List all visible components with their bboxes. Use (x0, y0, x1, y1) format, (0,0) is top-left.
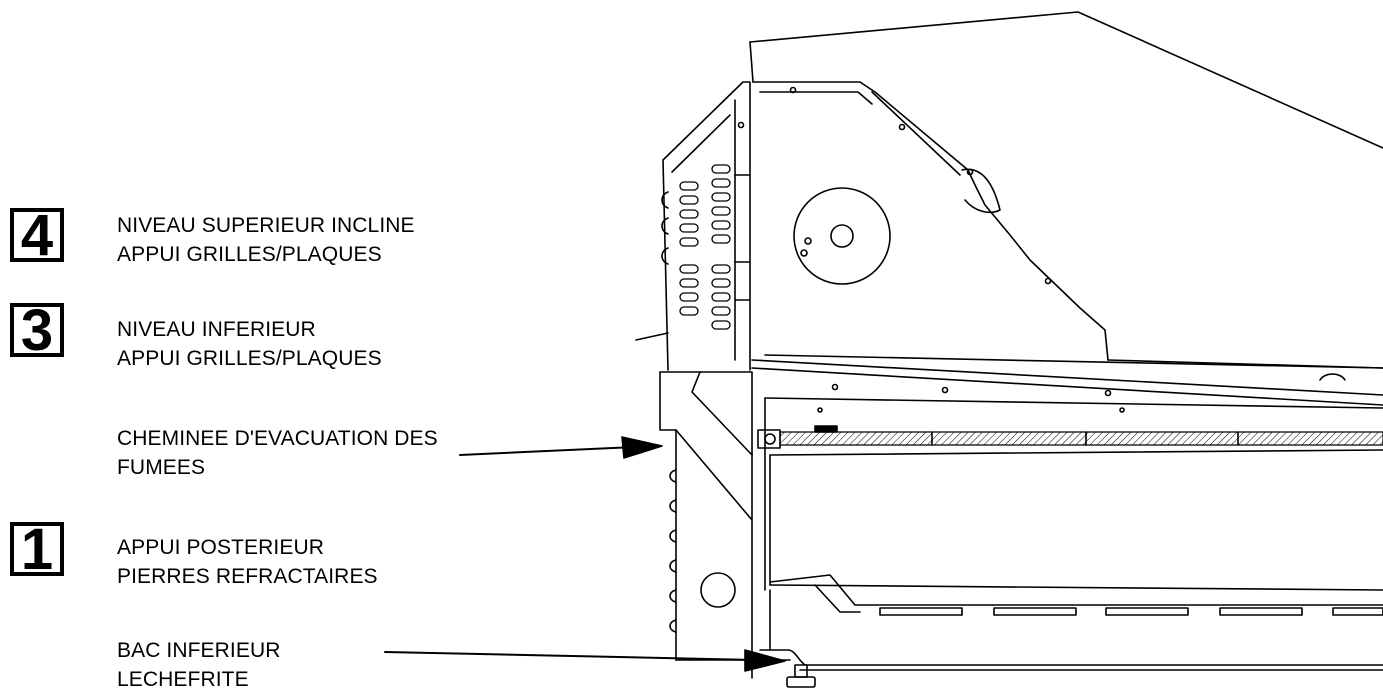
label-line: CHEMINEE D'EVACUATION DES (117, 427, 438, 450)
callout-label-niveau-inferieur: NIVEAU INFERIEUR APPUI GRILLES/PLAQUES (117, 315, 382, 373)
level-number-badge: 3 (10, 298, 64, 363)
label-line: BAC INFERIEUR (117, 639, 281, 662)
callout-label-cheminee: CHEMINEE D'EVACUATION DES FUMEES (117, 424, 438, 482)
upper-inclined-rail (751, 354, 1383, 413)
label-line: NIVEAU SUPERIEUR INCLINE (117, 214, 415, 237)
callout-label-bac-inferieur: BAC INFERIEUR LECHEFRITE (117, 636, 281, 694)
level-number-badge: 4 (10, 203, 64, 268)
badge-number: 4 (20, 203, 54, 268)
label-line: NIVEAU INFERIEUR (117, 318, 316, 341)
callout-label-appui-posterieur: APPUI POSTERIEUR PIERRES REFRACTAIRES (117, 533, 378, 591)
label-line: APPUI GRILLES/PLAQUES (117, 243, 382, 266)
callout-label-niveau-superieur: NIVEAU SUPERIEUR INCLINE APPUI GRILLES/P… (117, 211, 415, 269)
arrow-cheminee (459, 436, 663, 459)
arrow-bac-inferieur (384, 649, 786, 672)
drip-tray (751, 649, 1383, 688)
firebox (757, 397, 1383, 651)
badge-number: 1 (20, 517, 54, 582)
label-line: FUMEES (117, 456, 206, 479)
label-line: PIERRES REFRACTAIRES (117, 565, 378, 588)
label-line: APPUI POSTERIEUR (117, 536, 324, 559)
level-number-badge: 1 (10, 517, 64, 582)
badge-number: 3 (20, 298, 54, 363)
label-line: APPUI GRILLES/PLAQUES (117, 347, 382, 370)
lid (749, 11, 1383, 361)
flue-chimney (659, 371, 753, 661)
label-line: LECHEFRITE (117, 668, 249, 691)
rear-panel (635, 81, 751, 371)
